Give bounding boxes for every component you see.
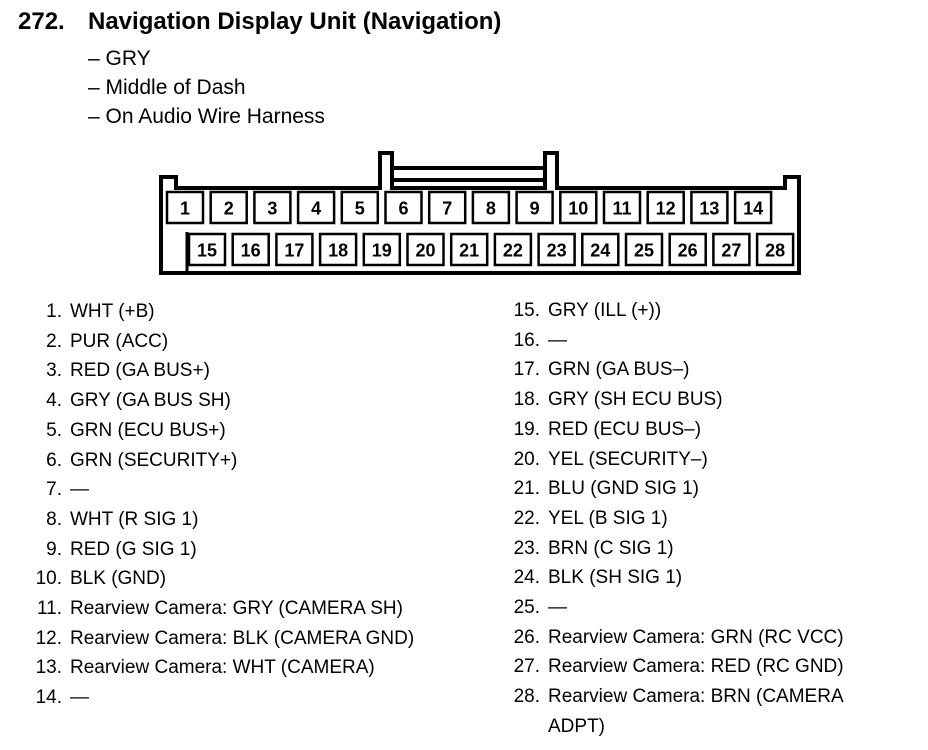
pin-number: 27 (721, 241, 741, 261)
list-item: 24.BLK (SH SIG 1) (513, 567, 683, 589)
pin-number: 3 (267, 199, 277, 219)
list-item: 28.Rearview Camera: BRN (CAMERA ADPT) (513, 686, 843, 737)
pin-number: 15 (197, 241, 217, 261)
list-item: 17.GRN (GA BUS–) (513, 359, 690, 381)
pin-cell (471, 190, 511, 225)
pin-cell (690, 190, 729, 225)
pin-cell (340, 190, 380, 225)
pin-number: 26 (678, 241, 698, 261)
list-item: 4.GRY (GA BUS SH) (46, 390, 231, 412)
pin-cell (646, 190, 685, 225)
pin-cell (733, 190, 773, 225)
pin-cell (384, 190, 423, 225)
list-item: 3.RED (GA BUS+) (46, 360, 210, 382)
pin-cell (624, 232, 664, 267)
list-item: 9.RED (G SIG 1) (46, 538, 197, 560)
pin-number: 20 (415, 241, 435, 261)
note-color: – GRY (88, 47, 151, 70)
pin-number: 14 (743, 199, 763, 219)
connector-housing (159, 151, 801, 275)
list-item: 7.— (46, 479, 89, 501)
list-item: 15.GRY (ILL (+)) (513, 300, 662, 321)
connector-notes: – GRY – Middle of Dash – On Audio Wire H… (88, 44, 325, 131)
pin-cell (275, 232, 314, 267)
pin-cell (165, 190, 205, 225)
list-item: 23.BRN (C SIG 1) (513, 537, 674, 559)
pin-number: 22 (503, 241, 523, 261)
pin-number: 12 (656, 199, 676, 219)
locking-tab (392, 166, 545, 182)
pin-cell (406, 232, 445, 267)
list-item: 12.Rearview Camera: BLK (CAMERA GND) (35, 627, 415, 649)
pin-number: 6 (398, 199, 408, 219)
list-item: 6.GRN (SECURITY+) (46, 449, 238, 471)
pin-number: 8 (486, 199, 496, 219)
pin-number: 1 (180, 199, 190, 219)
list-item: 1.WHT (+B) (46, 301, 155, 322)
pin-cell (187, 232, 227, 267)
pin-cell (231, 232, 270, 267)
pin-list-left: 1.WHT (+B) 2.PUR (ACC) 3.RED (GA BUS+) 4… (18, 297, 478, 713)
pin-cell (427, 190, 467, 225)
pin-cell (559, 190, 598, 225)
pin-cell (712, 232, 751, 267)
list-item: 27.Rearview Camera: RED (RC GND) (513, 656, 844, 678)
list-item: 10.BLK (GND) (35, 568, 167, 590)
pin-number: 24 (590, 241, 610, 261)
list-item: 16.— (513, 329, 567, 351)
list-item: 22.YEL (B SIG 1) (513, 507, 668, 529)
pin-cell (209, 190, 248, 225)
pin-cell (537, 232, 576, 267)
pin-number: 28 (765, 241, 785, 261)
pin-cell (362, 232, 402, 267)
list-item: 8.WHT (R SIG 1) (46, 508, 199, 530)
list-item: 11.Rearview Camera: GRY (CAMERA SH) (36, 598, 403, 620)
note-harness: – On Audio Wire Harness (88, 105, 325, 128)
list-item: 13.Rearview Camera: WHT (CAMERA) (35, 657, 375, 679)
pin-number: 17 (284, 241, 304, 261)
list-item: 14.— (35, 687, 89, 709)
pin-cell (449, 232, 489, 267)
pin-number: 16 (241, 241, 261, 261)
list-item: 25.— (513, 597, 567, 619)
pin-number: 11 (612, 199, 631, 219)
list-item: 2.PUR (ACC) (46, 330, 169, 352)
pin-cell (318, 232, 358, 267)
pin-number: 25 (634, 241, 654, 261)
pin-number: 10 (568, 199, 588, 219)
pin-number: 18 (328, 241, 348, 261)
pin-number: 21 (459, 241, 479, 261)
pin-number: 13 (699, 199, 719, 219)
pin-cell (296, 190, 336, 225)
list-item: 20.YEL (SECURITY–) (513, 448, 708, 470)
pin-list-right: 15.GRY (ILL (+)) 16.— 17.GRN (GA BUS–) 1… (496, 296, 916, 742)
pin-cell (515, 190, 554, 225)
pin-number: 23 (547, 241, 567, 261)
pin-cell (581, 232, 620, 267)
pin-number: 19 (372, 241, 392, 261)
note-location: – Middle of Dash (88, 76, 246, 99)
pin-number: 7 (442, 199, 452, 219)
pin-cell (755, 232, 795, 267)
list-item: 21.BLU (GND SIG 1) (513, 478, 699, 500)
page-title: Navigation Display Unit (Navigation) (88, 8, 502, 35)
pin-number: 4 (311, 199, 321, 219)
pin-cell (668, 232, 707, 267)
pin-cell (253, 190, 292, 225)
pin-cell (493, 232, 533, 267)
pin-number: 5 (355, 199, 365, 219)
list-item: 18.GRY (SH ECU BUS) (513, 389, 723, 411)
page-heading: 272. Navigation Display Unit (Navigation) (18, 8, 501, 36)
pin-number: 2 (224, 199, 234, 219)
list-item: 19.RED (ECU BUS–) (513, 418, 702, 440)
item-number: 272. (18, 8, 65, 35)
list-item: 26.Rearview Camera: GRN (RC VCC) (513, 626, 844, 648)
list-item: 5.GRN (ECU BUS+) (46, 419, 226, 441)
pin-number: 9 (530, 199, 540, 219)
pin-cell (602, 190, 642, 225)
